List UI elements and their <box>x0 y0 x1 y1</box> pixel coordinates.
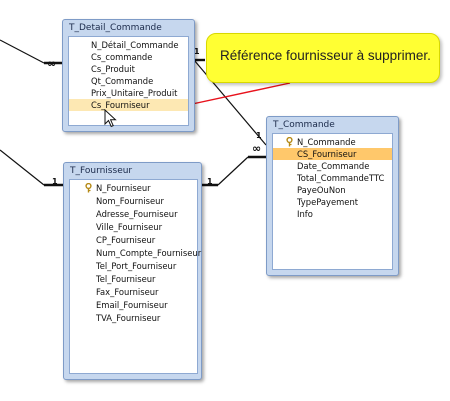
field-item[interactable]: CP_Fourniseur <box>96 235 156 245</box>
field-item-cs-fourniseur-selected[interactable]: CS_Fourniseur <box>273 148 392 160</box>
cardinality-one-fournisseur-left: 1 <box>52 177 58 186</box>
cardinality-many-commande-left: ∞ <box>252 142 262 155</box>
field-item[interactable]: Tel_Fourniseur <box>96 274 156 284</box>
field-list-fournisseur: N_Fourniseur Nom_Fourniseur Adresse_Four… <box>69 179 202 374</box>
callout-text: Référence fournisseur à supprimer. <box>220 48 431 63</box>
field-item[interactable]: Qt_Commande <box>91 76 154 86</box>
relation-line-commande-detail <box>0 39 45 64</box>
table-title-detail-commande[interactable]: T_Detail_Commande <box>69 23 162 33</box>
field-item[interactable]: Email_Fourniseur <box>96 300 168 310</box>
field-item-cs-fourniseur[interactable]: Cs_Fourniseur <box>69 99 188 111</box>
field-item[interactable]: TypePayement <box>297 197 359 207</box>
cardinality-one-detail-right: 1 <box>194 47 200 56</box>
key-icon <box>286 137 293 147</box>
field-item[interactable]: Num_Compte_Fourniseur <box>96 248 202 258</box>
field-item[interactable]: PayeOuNon <box>297 185 346 195</box>
field-item[interactable]: Prix_Unitaire_Produit <box>91 88 178 98</box>
field-item[interactable]: Fax_Fourniseur <box>96 287 159 297</box>
cardinality-one-fournisseur-right: 1 <box>207 177 213 186</box>
table-fournisseur[interactable]: T_Fournisseur N_Fourniseur Nom_Fourniseu… <box>63 162 202 380</box>
field-item[interactable]: Ville_Fourniseur <box>96 222 163 232</box>
field-item[interactable]: Tel_Port_Fourniseur <box>96 261 177 271</box>
field-list-detail-commande: N_Détail_Commande Cs_commande Cs_Produit… <box>68 36 189 126</box>
field-item[interactable]: Adresse_Fourniseur <box>96 209 178 219</box>
field-item[interactable]: Cs_Produit <box>91 64 135 74</box>
field-item[interactable]: Date_Commande <box>297 161 370 171</box>
callout-arrow-line <box>182 82 291 107</box>
table-detail-commande[interactable]: T_Detail_Commande N_Détail_Commande Cs_c… <box>62 19 195 132</box>
relation-line-fournisseur-commande <box>217 156 249 186</box>
key-icon <box>85 183 92 193</box>
field-item[interactable]: N_Détail_Commande <box>91 40 179 50</box>
cardinality-many-detail-left: ∞ <box>47 57 57 70</box>
table-commande[interactable]: T_Commande N_Commande CS_Fourniseur Date… <box>266 116 399 276</box>
field-item-primary-key[interactable]: N_Fourniseur <box>70 182 197 194</box>
table-title-commande[interactable]: T_Commande <box>273 120 335 130</box>
callout-note: Référence fournisseur à supprimer. <box>206 33 440 83</box>
field-item[interactable]: Info <box>297 209 313 219</box>
field-item[interactable]: Total_CommandeTTC <box>297 173 385 183</box>
relation-line-left-fournisseur <box>0 149 45 186</box>
field-item-primary-key[interactable]: N_Commande <box>273 136 392 148</box>
table-title-fournisseur[interactable]: T_Fournisseur <box>70 166 133 176</box>
cardinality-one-commande: 1 <box>256 131 262 140</box>
field-item[interactable]: TVA_Fourniseur <box>96 313 161 323</box>
field-item[interactable]: Cs_commande <box>91 52 153 62</box>
field-list-commande: N_Commande CS_Fourniseur Date_Commande T… <box>272 133 393 270</box>
field-item[interactable]: Nom_Fourniseur <box>96 196 164 206</box>
mouse-cursor-icon <box>104 109 117 128</box>
